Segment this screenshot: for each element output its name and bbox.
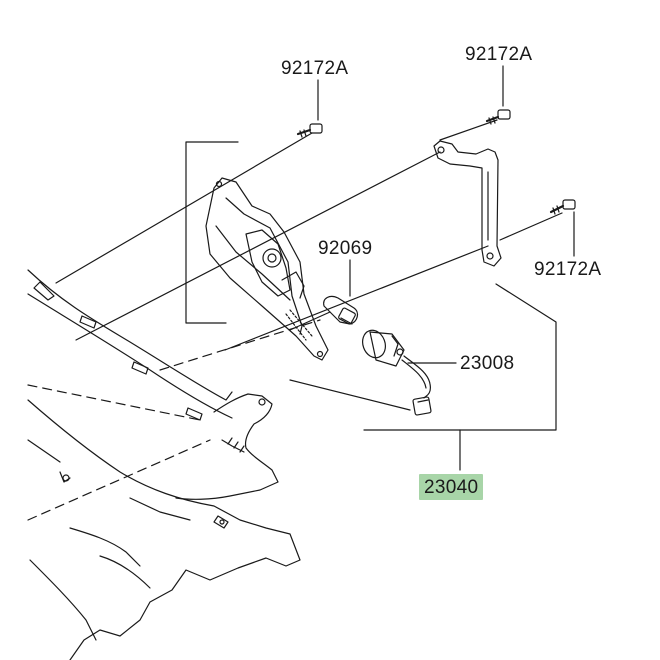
- part-label-assembly: 23040: [419, 474, 484, 500]
- bolt-left-icon: [296, 123, 323, 138]
- bulb-icon: [323, 295, 359, 325]
- part-label-bolt-top-right: 92172A: [465, 44, 533, 65]
- part-label-bolt-right: 92172A: [534, 259, 602, 280]
- leader-lines: [317, 65, 575, 364]
- part-label-socket: 23008: [460, 353, 515, 374]
- part-label-bolt-top-left: 92172A: [281, 58, 349, 79]
- mounting-bracket-icon: [433, 140, 502, 267]
- fairing-body-icon: [27, 269, 301, 660]
- turn-signal-housing-icon: [205, 177, 329, 361]
- socket-icon: [362, 329, 432, 416]
- part-label-bulb: 92069: [318, 238, 373, 259]
- bolt-right-icon: [549, 199, 576, 215]
- bolt-top-right-icon: [485, 109, 511, 125]
- callout-bracket-lines: [185, 141, 557, 471]
